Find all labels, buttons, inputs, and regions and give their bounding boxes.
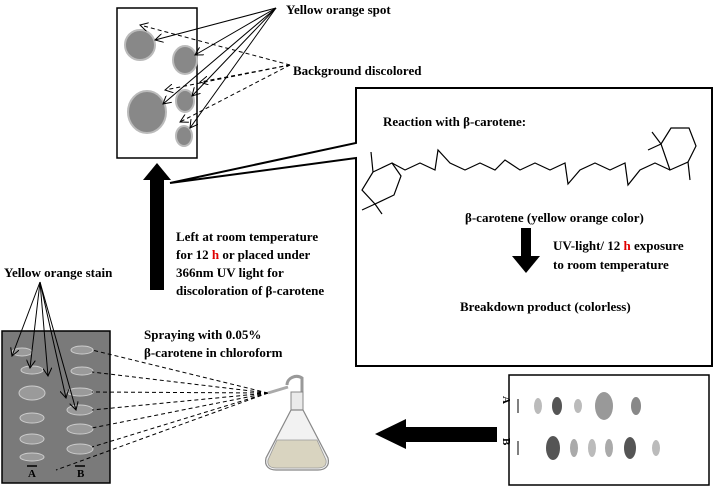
left-instruction-line3: 366nm UV light for [176, 265, 284, 280]
uv-exposure-label: UV-light/ 12 h exposure [553, 238, 684, 253]
room-temperature-label: to room temperature [553, 257, 669, 272]
strip-lane-a-label: A [500, 396, 512, 404]
beta-carotene-structure [361, 127, 697, 215]
left-instruction-line4: discoloration of β-carotene [176, 283, 325, 298]
spraying-line1: Spraying with 0.05% [144, 327, 262, 342]
left-instruction-line2: for 12 h or placed under [176, 247, 311, 262]
reaction-callout [169, 87, 713, 367]
plate-spot [172, 45, 198, 75]
down-arrow [512, 228, 540, 273]
plate-spot [127, 90, 167, 134]
plate-spot [124, 29, 156, 61]
lane-b-label: B [77, 468, 85, 480]
spraying-line2: β-carotene in chloroform [144, 345, 283, 360]
plate-spot [175, 89, 195, 113]
yellow-orange-spot-label: Yellow orange spot [286, 2, 391, 17]
spray-flask [264, 374, 330, 471]
reaction-title: Reaction with β-carotene: [383, 114, 527, 129]
up-arrow [143, 163, 171, 290]
background-discolored-label: Background discolored [293, 63, 422, 78]
left-instruction-line1: Left at room temperature [176, 229, 319, 244]
background-pointer-arrows [140, 25, 291, 122]
breakdown-product-label: Breakdown product (colorless) [460, 299, 631, 314]
discolored-plate [116, 7, 198, 159]
stain-pointer-arrows [12, 281, 76, 410]
plate-spot [175, 125, 193, 147]
strip-lane-b-label: B [500, 438, 512, 446]
yellow-orange-stain-label: Yellow orange stain [4, 265, 113, 280]
spray-lines [55, 349, 269, 471]
beta-carotene-caption: β-carotene (yellow orange color) [465, 210, 644, 225]
tlc-strip [508, 374, 710, 486]
lane-a-label: A [28, 468, 36, 480]
left-arrow [375, 419, 497, 449]
